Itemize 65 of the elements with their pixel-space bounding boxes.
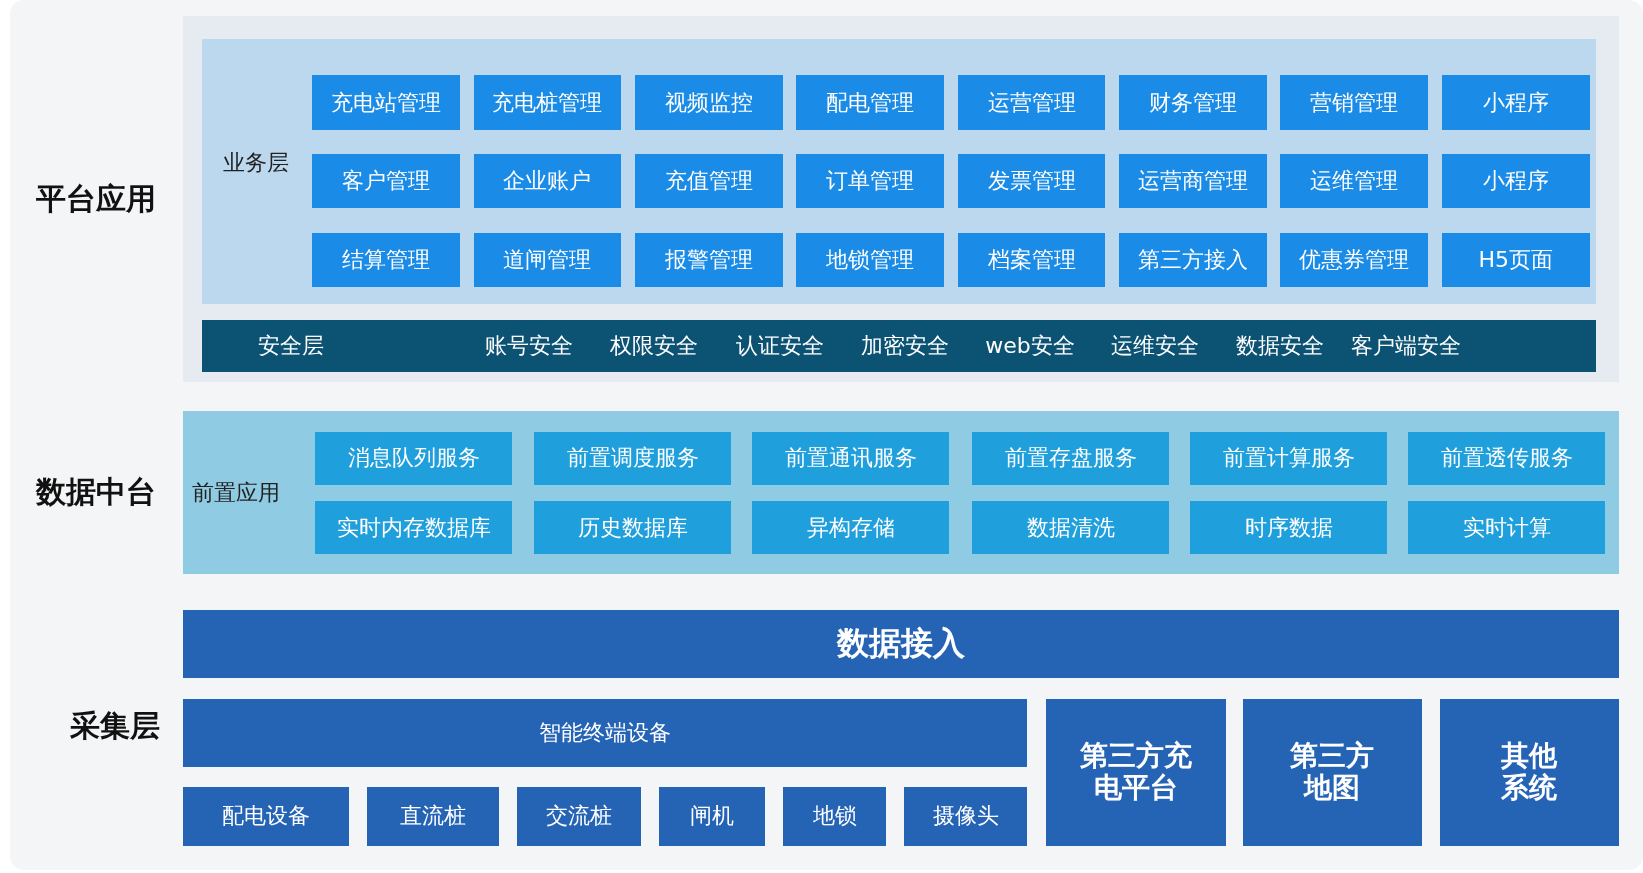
layer-title: 前置应用 bbox=[191, 478, 280, 507]
module-box: 报警管理 bbox=[634, 232, 783, 288]
service-box: 前置透传服务 bbox=[1408, 431, 1606, 486]
security-item: 运维安全 bbox=[1111, 331, 1200, 360]
module-box: 第三方接入 bbox=[1119, 232, 1267, 288]
device-box: 配电设备 bbox=[183, 786, 349, 846]
device-box: 直流桩 bbox=[366, 786, 499, 846]
module-box: 企业账户 bbox=[473, 154, 622, 209]
module-box: 充电站管理 bbox=[312, 75, 460, 130]
service-box: 实时内存数据库 bbox=[315, 500, 513, 555]
module-box: 营销管理 bbox=[1280, 75, 1429, 130]
service-box: 前置通讯服务 bbox=[752, 431, 950, 486]
service-box: 消息队列服务 bbox=[315, 431, 513, 486]
service-box: 前置存盘服务 bbox=[972, 431, 1170, 486]
section-heading: 平台应用 bbox=[36, 179, 157, 218]
module-box: 地锁管理 bbox=[796, 232, 945, 288]
data-center-panel bbox=[183, 410, 1619, 575]
section-heading: 采集层 bbox=[70, 706, 161, 745]
module-box: 小程序 bbox=[1441, 75, 1590, 130]
security-item: 账号安全 bbox=[485, 331, 574, 360]
module-box: 充值管理 bbox=[634, 154, 783, 209]
module-box: 配电管理 bbox=[796, 75, 945, 130]
device-box: 摄像头 bbox=[904, 786, 1027, 846]
device-box: 地锁 bbox=[782, 786, 887, 846]
module-box: 优惠券管理 bbox=[1280, 232, 1429, 288]
service-box: 前置调度服务 bbox=[534, 431, 732, 486]
security-item: 加密安全 bbox=[860, 331, 949, 360]
module-box: 小程序 bbox=[1441, 154, 1590, 209]
module-box: 运维管理 bbox=[1280, 154, 1429, 209]
system-box: 第三方地图 bbox=[1242, 698, 1422, 846]
security-item: web安全 bbox=[985, 331, 1075, 360]
layer-title: 业务层 bbox=[223, 148, 290, 177]
platform-panel bbox=[183, 15, 1619, 383]
service-box: 时序数据 bbox=[1190, 500, 1388, 555]
module-box: 视频监控 bbox=[634, 75, 783, 130]
module-box: H5页面 bbox=[1441, 232, 1590, 288]
service-box: 历史数据库 bbox=[534, 500, 732, 555]
business-layer-panel bbox=[202, 38, 1596, 304]
service-box: 异构存储 bbox=[752, 500, 950, 555]
module-box: 运营管理 bbox=[957, 75, 1106, 130]
section-heading: 数据中台 bbox=[36, 472, 157, 511]
module-box: 档案管理 bbox=[957, 232, 1106, 288]
service-box: 实时计算 bbox=[1408, 500, 1606, 555]
system-box: 第三方充电平台 bbox=[1045, 698, 1226, 846]
service-box: 前置计算服务 bbox=[1190, 431, 1388, 486]
security-item: 客户端安全 bbox=[1350, 331, 1461, 360]
security-item: 权限安全 bbox=[610, 331, 699, 360]
module-box: 道闸管理 bbox=[473, 232, 622, 288]
terminal-devices-bar: 智能终端设备 bbox=[183, 698, 1027, 767]
device-box: 交流桩 bbox=[516, 786, 642, 846]
module-box: 发票管理 bbox=[957, 154, 1106, 209]
module-box: 订单管理 bbox=[796, 154, 945, 209]
module-box: 运营商管理 bbox=[1119, 154, 1267, 209]
security-item: 数据安全 bbox=[1236, 331, 1325, 360]
service-box: 数据清洗 bbox=[972, 500, 1170, 555]
layer-title: 安全层 bbox=[258, 331, 325, 360]
module-box: 结算管理 bbox=[312, 232, 460, 288]
device-box: 闸机 bbox=[659, 786, 765, 846]
module-box: 客户管理 bbox=[312, 154, 460, 209]
system-box: 其他系统 bbox=[1439, 698, 1619, 846]
security-item: 认证安全 bbox=[735, 331, 824, 360]
data-access-bar: 数据接入 bbox=[183, 609, 1619, 678]
security-layer-bar bbox=[202, 319, 1596, 372]
module-box: 财务管理 bbox=[1119, 75, 1267, 130]
module-box: 充电桩管理 bbox=[473, 75, 622, 130]
